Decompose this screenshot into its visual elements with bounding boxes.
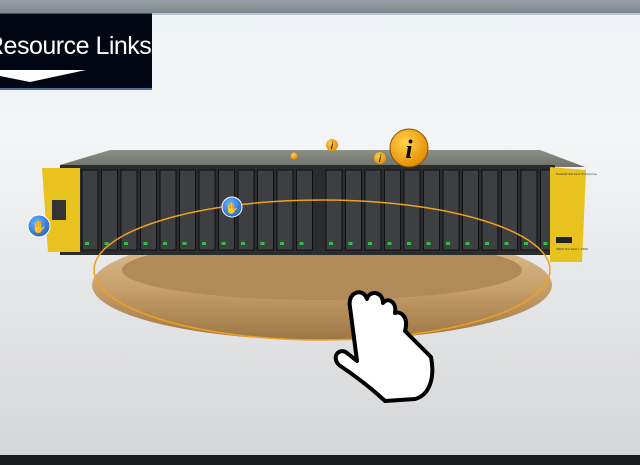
drive-led (143, 242, 148, 245)
drive-led (280, 242, 284, 245)
drive-bay (140, 169, 157, 251)
drive-bay (276, 169, 294, 251)
drive-led (85, 242, 89, 245)
svg-text:i: i (331, 141, 334, 152)
drive-led (465, 242, 470, 245)
drive-led (446, 242, 450, 245)
top-toolbar (0, 0, 640, 15)
drive-bay (345, 169, 362, 251)
info-icon[interactable]: i (389, 128, 429, 168)
grab-hand-icon (333, 290, 435, 403)
drive-led (348, 242, 353, 245)
drive-bay (179, 169, 196, 251)
drive-led (407, 242, 411, 245)
drive-bay (257, 169, 274, 251)
drive-bay (81, 169, 99, 251)
svg-text:✋: ✋ (32, 220, 47, 234)
drive-led (387, 242, 392, 245)
svg-text:✋: ✋ (225, 202, 239, 215)
drive-bay (101, 169, 118, 251)
drive-led (368, 242, 372, 245)
drive-led (426, 242, 431, 245)
drive-bay (120, 169, 138, 251)
drive-bay (296, 169, 313, 251)
drive-bay (442, 169, 460, 251)
drive-led (329, 242, 333, 245)
drive-led (163, 242, 167, 245)
drive-bay (501, 169, 518, 251)
drive-led (260, 242, 265, 245)
resource-links-button[interactable]: Resource Links (0, 13, 152, 90)
drive-bay (384, 169, 401, 251)
svg-text:i: i (405, 135, 413, 164)
selection-outline (93, 199, 551, 341)
drive-led (241, 242, 245, 245)
drive-bay (403, 169, 421, 251)
drive-bay (364, 169, 382, 251)
drive-led (485, 242, 489, 245)
info-icon[interactable]: i (326, 139, 338, 152)
down-arrow-icon (0, 70, 86, 82)
hand-icon[interactable]: ✋ (27, 214, 51, 238)
right-ear: Hewlett Packard Enterprise 3PAR StoreSer… (550, 167, 597, 262)
info-icon[interactable]: i (374, 152, 386, 165)
drive-led (221, 242, 226, 245)
drive-led (299, 242, 304, 245)
drive-bay (481, 169, 499, 251)
bottom-bar (0, 455, 640, 465)
svg-text:i: i (379, 154, 382, 165)
resource-links-label: Resource Links (0, 32, 152, 60)
info-icon[interactable] (290, 152, 298, 160)
drive-led (182, 242, 187, 245)
drive-led (124, 242, 128, 245)
drive-led (543, 242, 548, 245)
left-ear (42, 168, 80, 252)
drive-led (202, 242, 206, 245)
drive-led (524, 242, 528, 245)
chassis-top (60, 150, 585, 167)
drive-bay (159, 169, 177, 251)
drive-bay (325, 169, 343, 251)
model-text: 3PAR StoreServ 7400 (556, 247, 588, 251)
hand-icon[interactable]: ✋ (221, 196, 243, 218)
drive-led (504, 242, 509, 245)
brand-text: Hewlett Packard Enterprise (556, 172, 597, 176)
drive-bay (462, 169, 479, 251)
drive-bay (520, 169, 538, 251)
drive-led (104, 242, 109, 245)
